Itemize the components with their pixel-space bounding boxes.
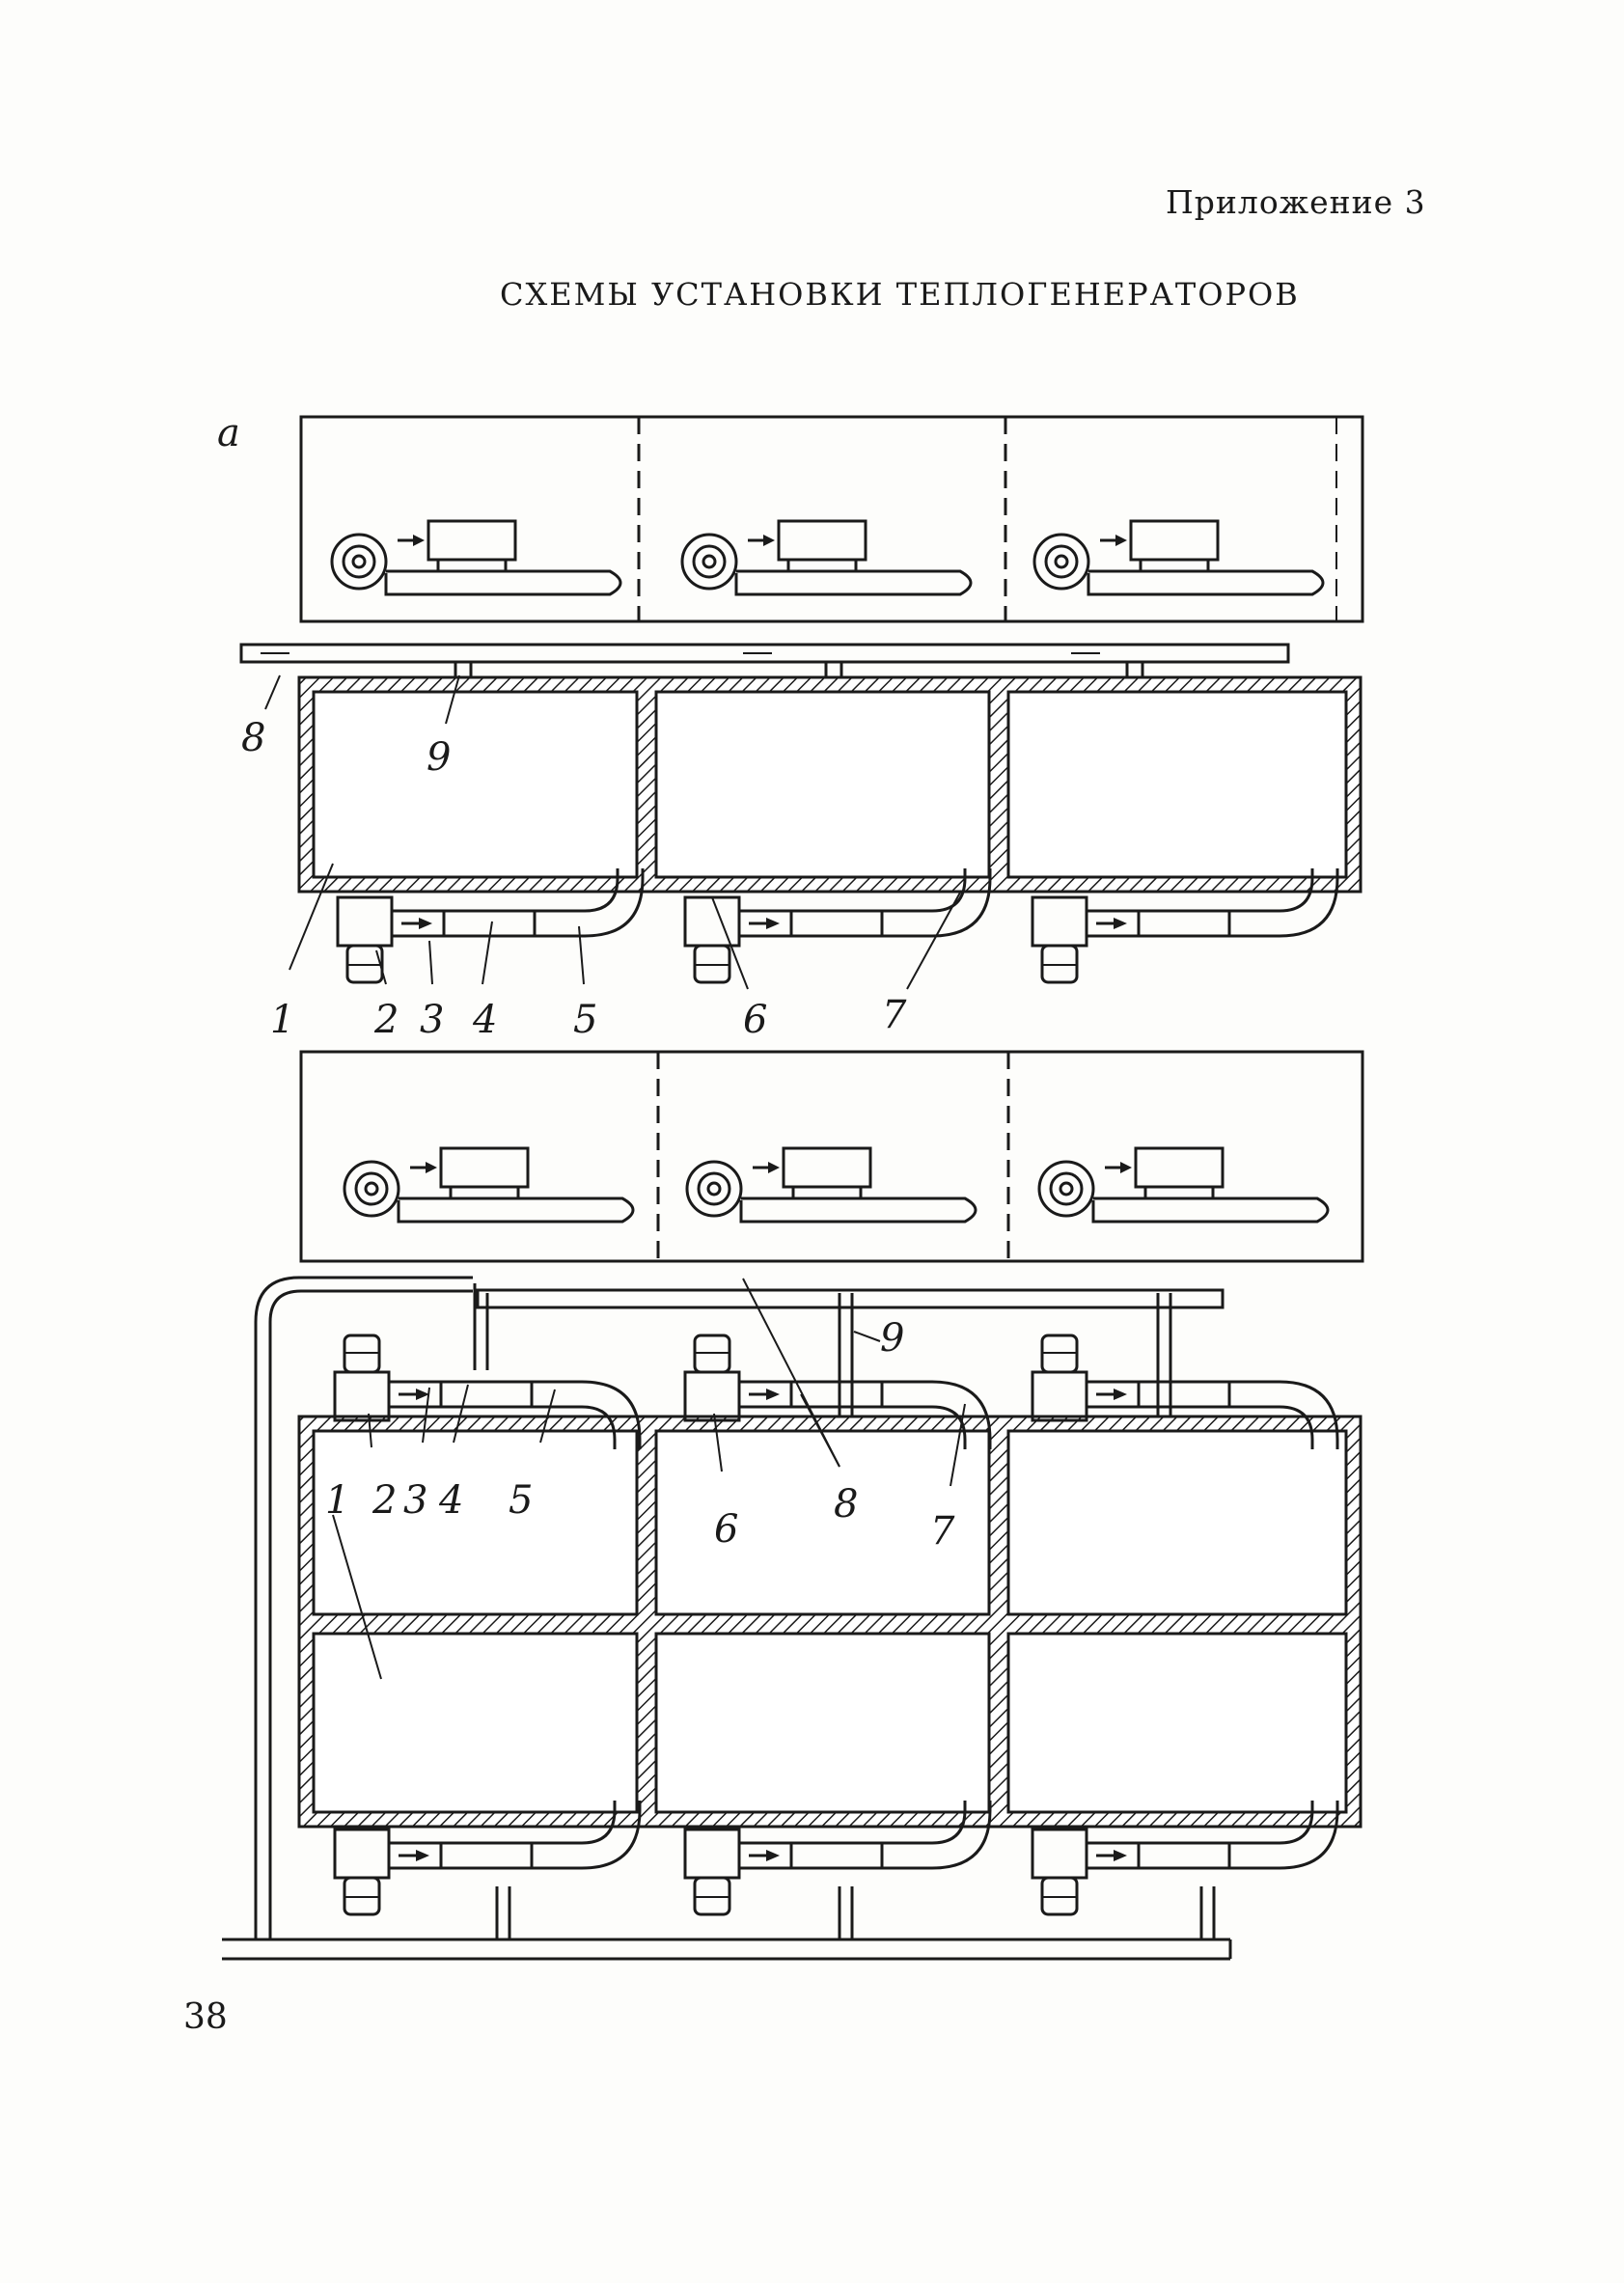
callout-8: 8 xyxy=(241,716,265,760)
callout-2: 2 xyxy=(373,998,399,1042)
air-duct-bottom xyxy=(222,1276,1232,1961)
appendix-label: Приложение 3 xyxy=(1166,183,1426,221)
callout-3b: 3 xyxy=(403,1478,427,1523)
callout-1b: 1 xyxy=(325,1478,349,1523)
air-duct-top xyxy=(239,643,1290,679)
callout-4: 4 xyxy=(472,998,497,1042)
callout-9: 9 xyxy=(427,735,451,780)
callout-6: 6 xyxy=(743,998,767,1042)
callout-7b: 7 xyxy=(930,1509,955,1554)
callout-3: 3 xyxy=(420,998,444,1042)
callout-4b: 4 xyxy=(438,1478,463,1523)
building-plan-bottom xyxy=(297,1415,1363,1829)
callout-6b: 6 xyxy=(714,1507,738,1552)
leader-lines-top xyxy=(264,674,961,990)
building-plan-top xyxy=(297,675,1363,894)
callout-7: 7 xyxy=(882,993,907,1037)
callout-2b: 2 xyxy=(372,1478,397,1523)
callout-1: 1 xyxy=(270,998,294,1042)
callout-5: 5 xyxy=(573,998,597,1042)
elevation-panel-top xyxy=(299,415,1364,623)
callout-9b: 9 xyxy=(880,1316,904,1361)
leader-lines-bottom xyxy=(332,1278,966,1680)
page-number: 38 xyxy=(183,1997,228,2037)
callout-8b: 8 xyxy=(834,1482,858,1527)
callout-5b: 5 xyxy=(509,1478,533,1523)
elevation-panel-bottom xyxy=(299,1050,1364,1263)
variant-label: а xyxy=(217,411,240,455)
page-title: СХЕМЫ УСТАНОВКИ ТЕПЛОГЕНЕРАТОРОВ xyxy=(500,276,1300,313)
